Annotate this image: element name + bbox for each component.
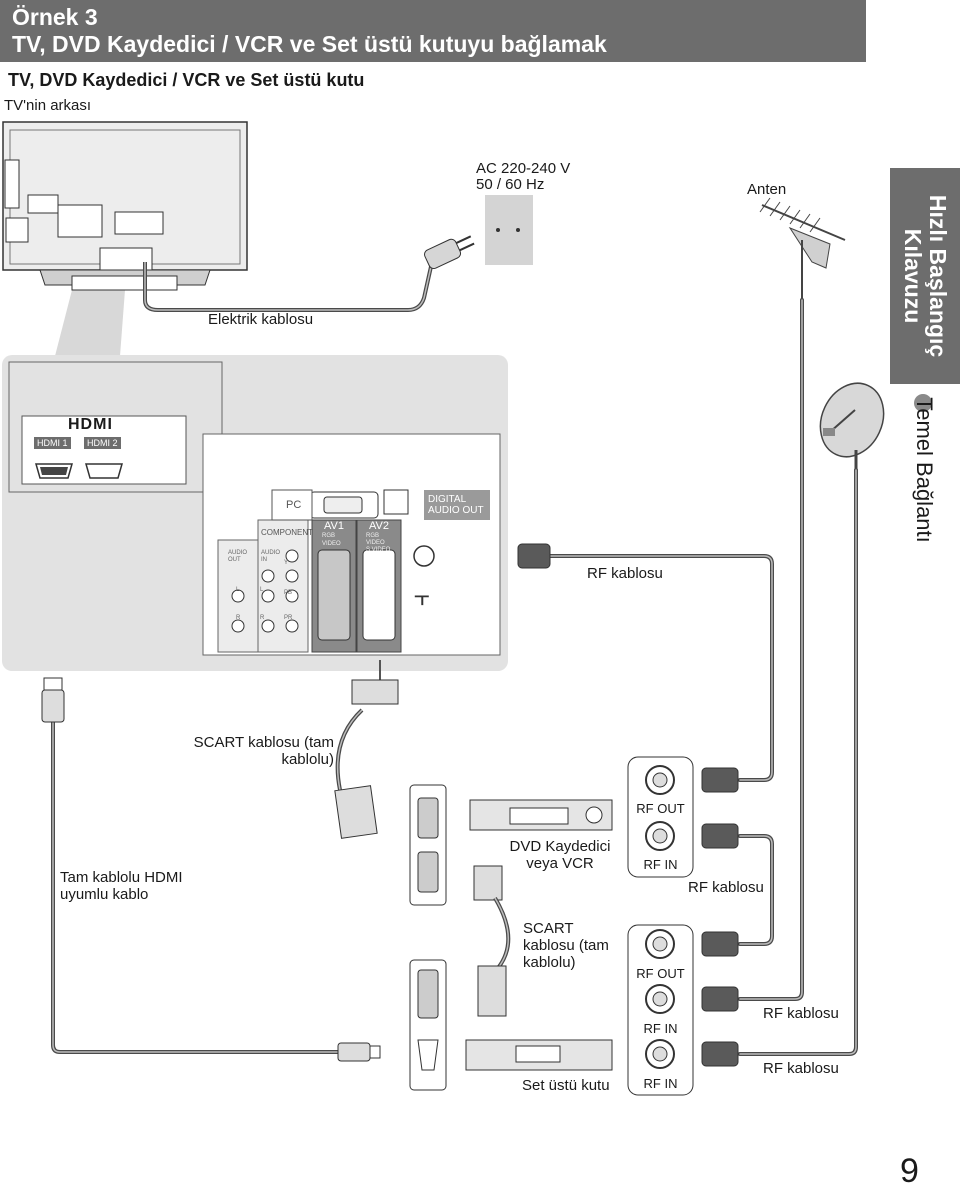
power-spec-voltage: AC 220-240 V	[476, 160, 571, 177]
av1-rgb-label: RGB	[322, 533, 336, 539]
y-label: Y	[284, 560, 289, 566]
rf-plug-icons	[517, 543, 739, 1067]
zoom-cone	[55, 290, 125, 356]
audio-out-l-label: L	[236, 587, 240, 593]
rf-out-label-1: RF OUT	[636, 801, 685, 816]
audio-out-r-label: R	[236, 615, 241, 621]
section-subtitle: TV, DVD Kaydedici / VCR ve Set üstü kutu	[8, 70, 365, 90]
av2-svideo-label: S VIDEO	[366, 547, 391, 553]
power-spec-frequency: 50 / 60 Hz	[476, 176, 545, 193]
antenna-icon	[759, 197, 846, 300]
dvd-rf-ports	[627, 756, 694, 878]
page-number: 9	[900, 1152, 919, 1190]
rf-cable-label-1: RF kablosu	[587, 565, 663, 582]
rf-in-label-1: RF IN	[643, 857, 678, 872]
power-plug-icon	[424, 235, 475, 269]
pb-label: PB	[284, 590, 293, 596]
pc-port-label: PC	[286, 499, 302, 511]
digital-audio-label-2: AUDIO OUT	[428, 505, 484, 516]
tv-back-illustration	[2, 121, 248, 291]
page-title: TV, DVD Kaydedici / VCR ve Set üstü kutu…	[12, 31, 607, 57]
rf-out-label-2: RF OUT	[636, 966, 685, 981]
svg-text:⫟: ⫟	[414, 581, 430, 611]
rf-cable-label-4: RF kablosu	[763, 1060, 839, 1077]
satellite-dish-icon	[819, 382, 885, 470]
av2-rgb-label: RGB	[366, 533, 380, 539]
hdmi1-port-label: HDMI 1	[34, 437, 71, 449]
rf-cable-label-3: RF kablosu	[763, 1005, 839, 1022]
hdmi-logo: HDMI	[68, 416, 113, 433]
hdmi2-port-label: HDMI 2	[84, 437, 121, 449]
audio-in-r-label: R	[260, 615, 265, 621]
tv-back-label: TV'nin arkası	[4, 97, 92, 114]
bullet-icon	[914, 394, 932, 412]
scart-plug-icon	[351, 679, 399, 705]
power-cable-label: Elektrik kablosu	[208, 311, 314, 328]
av2-video-label: VIDEO	[366, 540, 385, 546]
header-bar: Örnek 3 TV, DVD Kaydedici / VCR ve Set ü…	[0, 0, 866, 62]
av2-label: AV2	[369, 520, 389, 532]
component-label: COMPONENT	[261, 528, 313, 537]
rf-in-label-2: RF IN	[643, 1021, 678, 1036]
wall-outlet-icon	[485, 195, 533, 265]
digital-audio-label: DIGITAL	[428, 494, 467, 505]
audio-in-l-label: L	[260, 587, 264, 593]
antenna-label: Anten	[747, 181, 787, 198]
hdmi-plug-icon-2	[337, 1042, 381, 1062]
av1-label: AV1	[324, 520, 344, 532]
set-top-box-label: Set üstü kutu	[522, 1077, 610, 1094]
example-number: Örnek 3	[12, 4, 98, 30]
pr-label: PR	[284, 615, 293, 621]
av1-video-label: VIDEO	[322, 541, 341, 547]
rf-in-label-3: RF IN	[643, 1076, 678, 1091]
hdmi-plug-icon	[41, 677, 65, 723]
rf-cable-label-2: RF kablosu	[688, 879, 764, 896]
